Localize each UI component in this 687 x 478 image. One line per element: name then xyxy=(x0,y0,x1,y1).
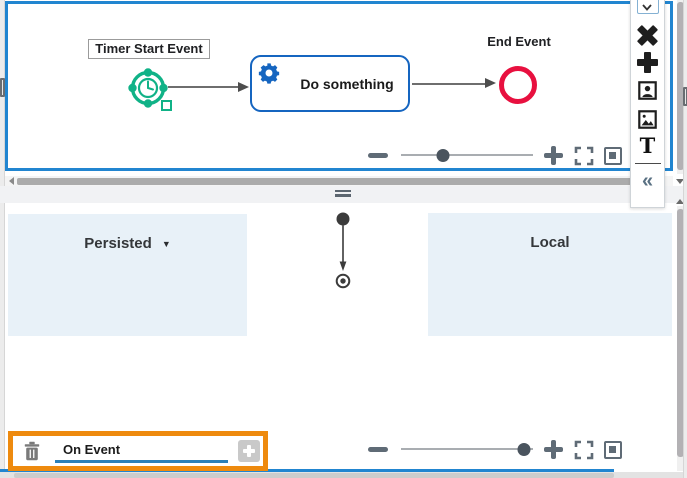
right-splitter-handle-icon[interactable] xyxy=(683,87,687,106)
zoom-slider[interactable] xyxy=(401,148,533,162)
scrollbar-thumb[interactable] xyxy=(17,177,653,185)
delete-tool-button[interactable] xyxy=(631,25,664,46)
more-tools-button[interactable] xyxy=(637,0,659,14)
scrollbar-thumb[interactable] xyxy=(677,2,684,170)
add-event-button[interactable] xyxy=(238,440,260,462)
selection-handle-icon xyxy=(143,99,153,108)
image-icon xyxy=(638,110,657,129)
sequence-flow[interactable] xyxy=(168,86,238,88)
scroll-down-icon[interactable] xyxy=(676,179,684,184)
local-variables-box[interactable]: Local xyxy=(428,213,672,336)
timer-start-event-label: Timer Start Event xyxy=(88,39,210,59)
plus-icon xyxy=(637,52,658,73)
bpmn-canvas[interactable]: Timer Start Event Do something End Event xyxy=(5,1,673,171)
zoom-in-button[interactable] xyxy=(544,440,563,459)
portrait-image-tool-button[interactable] xyxy=(631,81,664,100)
scroll-up-icon[interactable] xyxy=(676,199,684,204)
scrollbar-thumb[interactable] xyxy=(677,209,684,457)
collapse-icon: « xyxy=(641,170,654,192)
persisted-variables-box[interactable]: Persisted ▼ xyxy=(8,214,247,336)
zoom-slider-handle[interactable] xyxy=(436,148,450,162)
toolbar-divider xyxy=(635,163,661,164)
arrowhead-icon xyxy=(339,261,347,271)
dropdown-caret-icon[interactable]: ▼ xyxy=(161,239,171,249)
selection-handle-icon xyxy=(143,68,153,77)
right-splitter[interactable] xyxy=(683,0,687,478)
top-horizontal-scrollbar[interactable] xyxy=(5,176,673,186)
scrollbar-thumb[interactable] xyxy=(14,472,614,478)
text-tool-icon: T xyxy=(639,133,656,158)
bottom-vertical-scrollbar[interactable] xyxy=(677,206,684,471)
trash-icon[interactable] xyxy=(23,441,41,461)
persisted-label: Persisted xyxy=(84,235,152,252)
selection-handle-icon xyxy=(159,83,168,93)
timer-start-event-node[interactable] xyxy=(125,65,171,111)
local-label: Local xyxy=(530,234,570,251)
image-tool-button[interactable] xyxy=(631,110,664,129)
divider-drag-handle-icon[interactable] xyxy=(335,190,351,197)
shape-toolbar: T « xyxy=(630,0,665,208)
event-name-input[interactable] xyxy=(55,439,228,463)
panel-divider xyxy=(0,186,687,203)
top-zoom-bar xyxy=(363,144,625,166)
reset-view-button[interactable] xyxy=(604,147,622,165)
add-tool-button[interactable] xyxy=(631,52,664,73)
task-node[interactable]: Do something xyxy=(250,55,410,112)
zoom-out-button[interactable] xyxy=(368,447,388,452)
sequence-flow-arrowhead-icon xyxy=(485,78,496,88)
reset-view-button[interactable] xyxy=(604,441,622,459)
gear-icon xyxy=(258,63,280,84)
left-splitter[interactable] xyxy=(0,0,5,478)
zoom-slider[interactable] xyxy=(401,442,533,456)
portrait-image-icon xyxy=(638,81,657,100)
top-vertical-scrollbar[interactable] xyxy=(677,0,684,174)
fit-view-button[interactable] xyxy=(574,146,594,166)
resize-handle[interactable] xyxy=(161,100,172,111)
cross-x-icon xyxy=(637,25,658,46)
sequence-flow[interactable] xyxy=(412,82,485,85)
bottom-canvas-border xyxy=(0,469,614,472)
scroll-left-icon[interactable] xyxy=(9,177,14,185)
zoom-out-button[interactable] xyxy=(368,153,388,158)
end-event-node[interactable] xyxy=(499,66,537,104)
bottom-horizontal-scrollbar[interactable] xyxy=(0,472,687,478)
chevron-down-icon xyxy=(642,4,652,11)
bottom-zoom-bar xyxy=(363,438,625,460)
text-tool-button[interactable]: T xyxy=(631,135,664,157)
zoom-in-button[interactable] xyxy=(544,146,563,165)
event-editor-highlight xyxy=(8,431,268,471)
task-label: Do something xyxy=(300,75,394,92)
selection-handle-icon xyxy=(128,83,137,93)
end-event-label: End Event xyxy=(487,34,551,49)
start-dot-node xyxy=(336,212,350,226)
left-splitter-handle-icon[interactable] xyxy=(0,78,5,97)
sequence-flow-arrowhead-icon xyxy=(238,81,249,92)
collapse-toolbar-button[interactable]: « xyxy=(631,171,664,191)
event-mini-diagram[interactable] xyxy=(331,206,355,290)
fit-view-button[interactable] xyxy=(574,440,594,460)
zoom-slider-handle[interactable] xyxy=(517,442,531,456)
